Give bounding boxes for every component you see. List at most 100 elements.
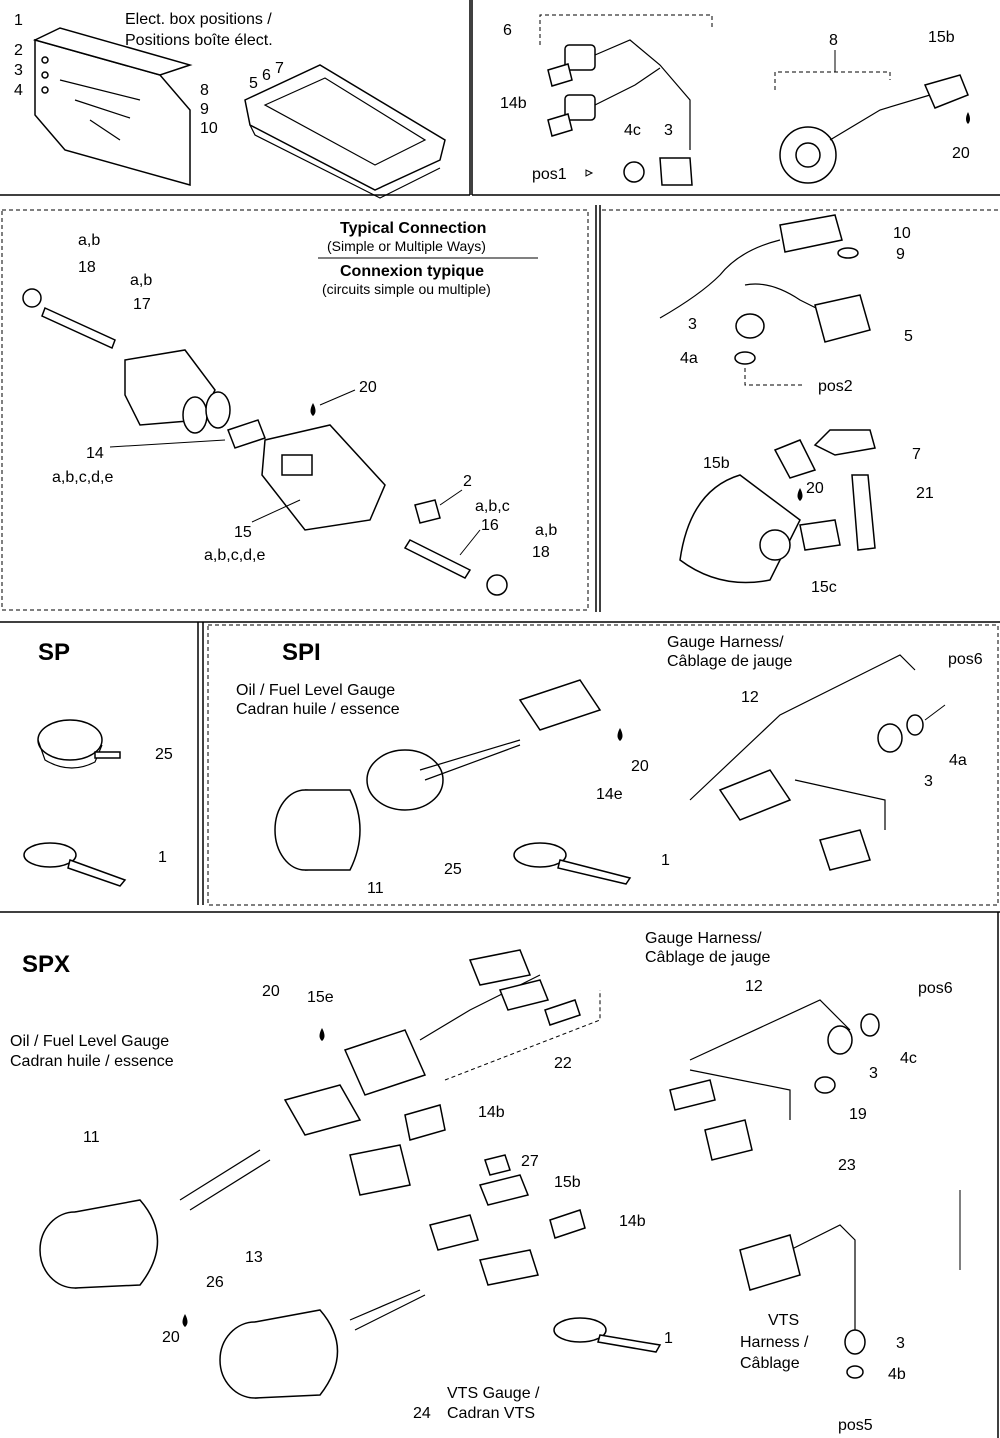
typical-label-14: 14: [86, 445, 104, 462]
typical-label-16: 16: [481, 517, 499, 534]
typical-label-18-bottom: 18: [532, 544, 550, 561]
spx-label-3-bottom: 3: [896, 1335, 905, 1352]
spx-label-14b-b: 14b: [619, 1213, 646, 1230]
elect-box-label-1: 1: [14, 12, 23, 29]
spi-harness-en: Gauge Harness/: [667, 634, 784, 651]
elect-box-title-en: Elect. box positions /: [125, 11, 272, 28]
sensor-drawing: [774, 50, 970, 184]
pos2-label-10: 10: [893, 225, 911, 242]
elect-box-label-2: 2: [14, 42, 23, 59]
spi-label-12: 12: [741, 689, 759, 706]
spx-label-24: 24: [413, 1405, 431, 1422]
bracket-label-15b: 15b: [703, 455, 730, 472]
spi-label-14e: 14e: [596, 786, 623, 803]
bracket-label-15c: 15c: [811, 579, 837, 596]
spi-gauge-en: Oil / Fuel Level Gauge: [236, 682, 395, 699]
sp-panel: SP 25 1: [23, 639, 173, 887]
pos2-panel: 10 9 3 5 4a pos2: [659, 214, 913, 395]
elect-box-label-6: 6: [262, 67, 271, 84]
elect-box-label-4: 4: [14, 82, 23, 99]
typical-label-ab-bottom: a,b: [535, 522, 557, 539]
sensor-label-20: 20: [952, 145, 970, 162]
spx-vts-harness-2: Harness /: [740, 1334, 809, 1351]
spx-label-27: 27: [521, 1153, 539, 1170]
pos1-drawing: [539, 14, 713, 186]
spx-label-14b-a: 14b: [478, 1104, 505, 1121]
spi-heading: SPI: [282, 639, 321, 666]
typical-label-ab-top: a,b: [78, 232, 100, 249]
elect-box-label-3: 3: [14, 62, 23, 79]
spx-gauge-fr: Cadran huile / essence: [10, 1053, 174, 1070]
spx-label-20-top: 20: [262, 983, 280, 1000]
pos1-label-14b: 14b: [500, 95, 527, 112]
sp-drawing: [23, 719, 127, 887]
spx-vts-gauge-fr: Cadran VTS: [447, 1405, 535, 1422]
elect-box-label-7: 7: [275, 60, 284, 77]
spi-label-4a: 4a: [949, 752, 967, 769]
spx-label-15b: 15b: [554, 1174, 581, 1191]
spx-harness-fr: Câblage de jauge: [645, 949, 771, 966]
spi-label-20: 20: [631, 758, 649, 775]
pos2-label-pos2: pos2: [818, 378, 853, 395]
typical-label-15: 15: [234, 524, 252, 541]
elect-box-label-8: 8: [200, 82, 209, 99]
spi-label-pos6: pos6: [948, 651, 983, 668]
typical-title-fr: Connexion typique: [340, 263, 484, 280]
pos1-label-3: 3: [664, 122, 673, 139]
typical-subtitle-fr: (circuits simple ou multiple): [322, 281, 491, 297]
sensor-label-15b: 15b: [928, 29, 955, 46]
spi-drawing: [274, 654, 946, 885]
bracket-label-7: 7: [912, 446, 921, 463]
typical-label-14-variants: a,b,c,d,e: [52, 469, 113, 486]
spi-label-25: 25: [444, 861, 462, 878]
sp-label-1: 1: [158, 849, 167, 866]
typical-label-2: 2: [463, 473, 472, 490]
spx-label-20-bottom: 20: [162, 1329, 180, 1346]
spi-label-11: 11: [367, 880, 384, 897]
elect-box-title-fr: Positions boîte élect.: [125, 32, 273, 49]
typical-label-abc: a,b,c: [475, 498, 510, 515]
bracket-panel: 15b 7 20 21 15c: [679, 429, 934, 596]
spx-label-26: 26: [206, 1274, 224, 1291]
typical-label-20: 20: [359, 379, 377, 396]
spx-gauge-en: Oil / Fuel Level Gauge: [10, 1033, 169, 1050]
pos2-label-5: 5: [904, 328, 913, 345]
bracket-drawing: [679, 429, 876, 584]
spx-label-12: 12: [745, 978, 763, 995]
typical-subtitle-en: (Simple or Multiple Ways): [327, 238, 486, 254]
spx-label-4b: 4b: [888, 1366, 906, 1383]
spx-label-11: 11: [83, 1129, 100, 1146]
typical-label-18-top: 18: [78, 259, 96, 276]
pos1-panel: 6 14b 4c 3 pos1: [500, 14, 713, 186]
spi-label-3: 3: [924, 773, 933, 790]
spx-label-3-top: 3: [869, 1065, 878, 1082]
spx-label-19: 19: [849, 1106, 867, 1123]
sp-label-25: 25: [155, 746, 173, 763]
spx-label-4c: 4c: [900, 1050, 917, 1067]
elect-box-panel: Elect. box positions / Positions boîte é…: [14, 11, 446, 199]
pos2-drawing: [659, 214, 871, 386]
spx-vts-harness-3: Câblage: [740, 1355, 800, 1372]
sensor-panel: 8 15b 20: [774, 29, 970, 184]
spx-label-pos5: pos5: [838, 1417, 873, 1434]
spi-harness-fr: Câblage de jauge: [667, 653, 793, 670]
sensor-label-8: 8: [829, 32, 838, 49]
typical-label-15-variants: a,b,c,d,e: [204, 547, 265, 564]
pos1-label-6: 6: [503, 22, 512, 39]
spx-label-pos6: pos6: [918, 980, 953, 997]
pos2-label-3: 3: [688, 316, 697, 333]
typical-label-17: 17: [133, 296, 151, 313]
pos1-label-4c: 4c: [624, 122, 641, 139]
spx-label-23: 23: [838, 1157, 856, 1174]
pos2-label-9: 9: [896, 246, 905, 263]
spx-label-13: 13: [245, 1249, 263, 1266]
typical-title-en: Typical Connection: [340, 220, 486, 237]
elect-box-label-10: 10: [200, 120, 218, 137]
spx-panel: SPX Oil / Fuel Level Gauge Cadran huile …: [10, 930, 961, 1434]
spx-vts-harness-1: VTS: [768, 1312, 799, 1329]
spi-label-1: 1: [661, 852, 670, 869]
spi-panel: SPI Oil / Fuel Level Gauge Cadran huile …: [236, 634, 983, 897]
spx-drawing: [39, 949, 961, 1399]
